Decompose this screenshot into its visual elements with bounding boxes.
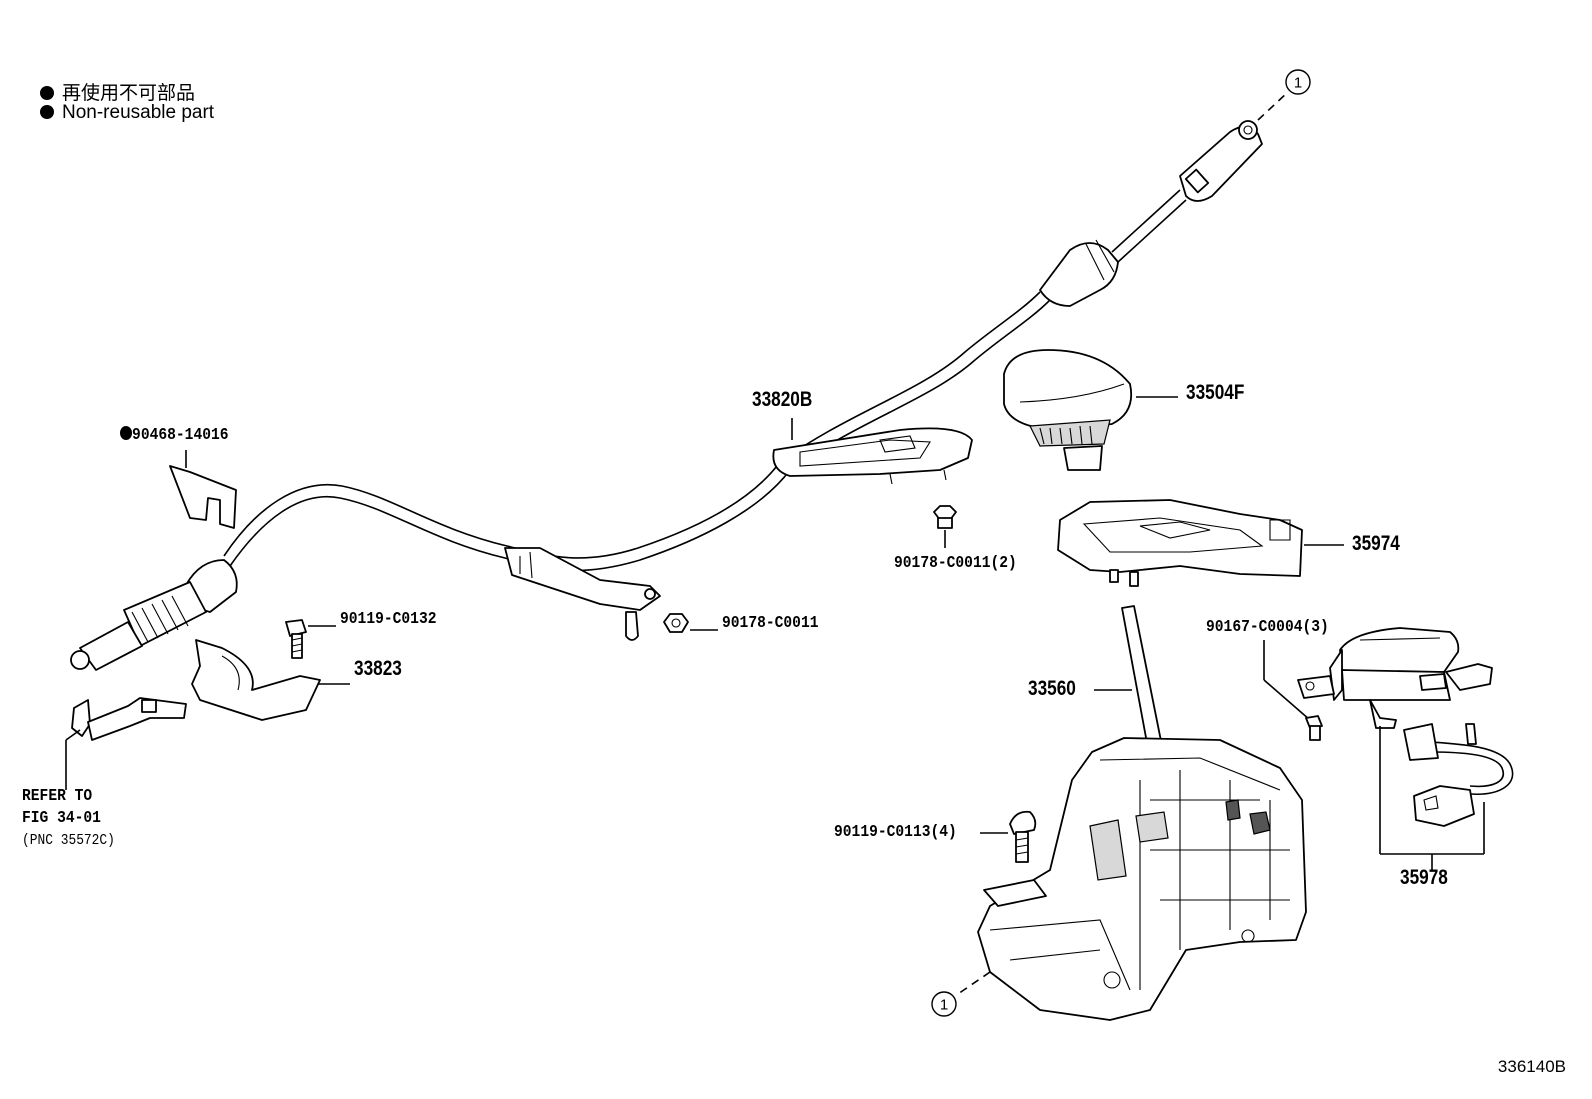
bolt-90119-c0113 (980, 810, 1037, 863)
svg-text:1: 1 (1294, 75, 1302, 92)
legend-text-japanese: 再使用不可部品 (62, 83, 196, 104)
nut-90178-c0011 (663, 613, 689, 633)
reference-circle-top: 1 (1285, 69, 1311, 95)
position-panel-35974 (1057, 499, 1344, 587)
callout-90178-c0011: 90178-C0011 (722, 614, 819, 633)
callout-90119-c0132: 90119-C0132 (340, 610, 437, 629)
callout-33560: 33560 (1028, 677, 1076, 700)
reference-line-3: (PNC 35572C) (22, 832, 115, 849)
legend-bullet-icon (40, 86, 54, 100)
callout-90119-c0113-4: 90119-C0113(4) (834, 823, 957, 842)
control-module-35978 (1297, 627, 1514, 870)
callout-33823: 33823 (354, 657, 402, 680)
legend-line-english: Non-reusable part (40, 102, 214, 124)
figure-code: 336140B (1497, 1057, 1566, 1076)
bolt-90119-c0132 (285, 619, 307, 659)
reference-line-2: FIG 34-01 (22, 809, 101, 828)
callout-33504f: 33504F (1186, 381, 1245, 404)
callout-33820b: 33820B (752, 388, 813, 411)
callout-35974: 35974 (1352, 532, 1400, 555)
reference-circle-bottom: 1 (931, 991, 957, 1017)
retainer-clip (169, 465, 237, 529)
svg-text:1: 1 (940, 997, 948, 1014)
callout-90167-c0004-3: 90167-C0004(3) (1206, 618, 1329, 637)
shift-lever-assembly-33560 (957, 605, 1307, 1021)
reference-note: REFER TO FIG 34-01 (PNC 35572C) (22, 786, 115, 852)
legend-bullet-icon (40, 105, 54, 119)
screw-90167-c0004 (1263, 640, 1323, 741)
cable-end-reference (65, 697, 187, 790)
legend-line-japanese: 再使用不可部品 (40, 78, 195, 105)
non-reusable-bullet-icon (120, 426, 133, 440)
callout-90178-c0011-2: 90178-C0011(2) (894, 554, 1017, 573)
indicator-plate-33820b (772, 418, 973, 485)
shift-knob-33504f (1003, 349, 1178, 471)
shift-cable (70, 91, 1289, 671)
reference-line-1: REFER TO (22, 787, 93, 806)
legend-text-english: Non-reusable part (62, 102, 215, 123)
callout-90468-14016: 90468-14016 (120, 426, 229, 445)
callout-35978: 35978 (1400, 866, 1448, 889)
nut-90178-c0011-2 (933, 505, 957, 548)
bracket-33823 (191, 639, 321, 721)
